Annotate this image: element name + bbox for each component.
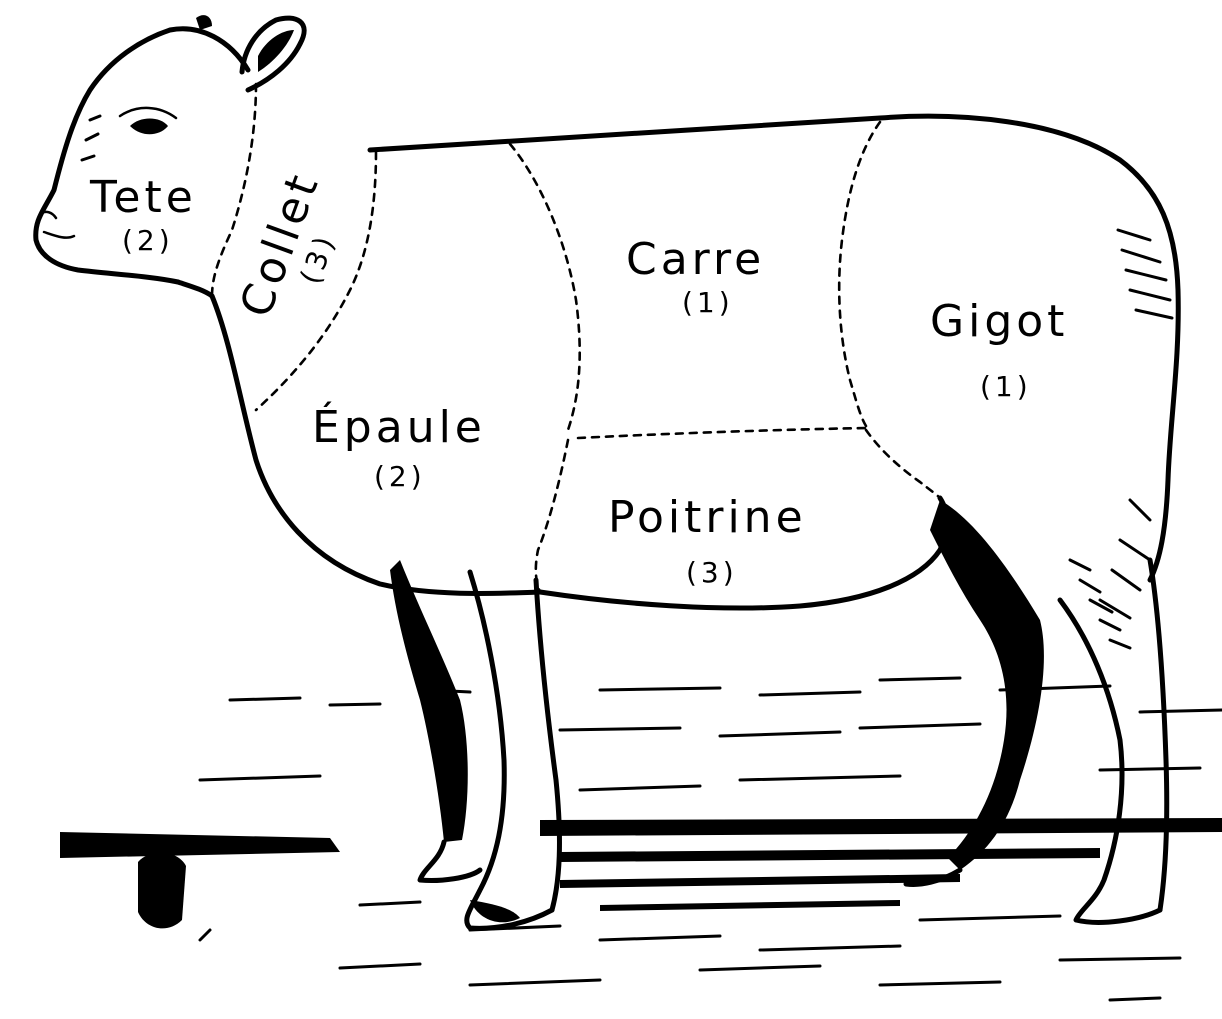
cut-grade-carre: (1): [682, 286, 734, 319]
cut-grade-poitrine: (3): [686, 556, 738, 589]
cut-lines: [212, 84, 940, 592]
cut-label-epaule: Épaule: [312, 400, 486, 453]
cut-grade-tete: (2): [122, 224, 174, 257]
cut-label-tete: Tete: [89, 172, 197, 223]
cut-label-carre: Carre: [626, 234, 765, 285]
cut-grade-gigot: (1): [980, 370, 1032, 403]
cut-label-poitrine: Poitrine: [608, 492, 807, 543]
cut-label-gigot: Gigot: [930, 296, 1068, 347]
legs: [390, 500, 1167, 928]
cut-grade-epaule: (2): [374, 460, 426, 493]
ground: [60, 678, 1222, 1000]
